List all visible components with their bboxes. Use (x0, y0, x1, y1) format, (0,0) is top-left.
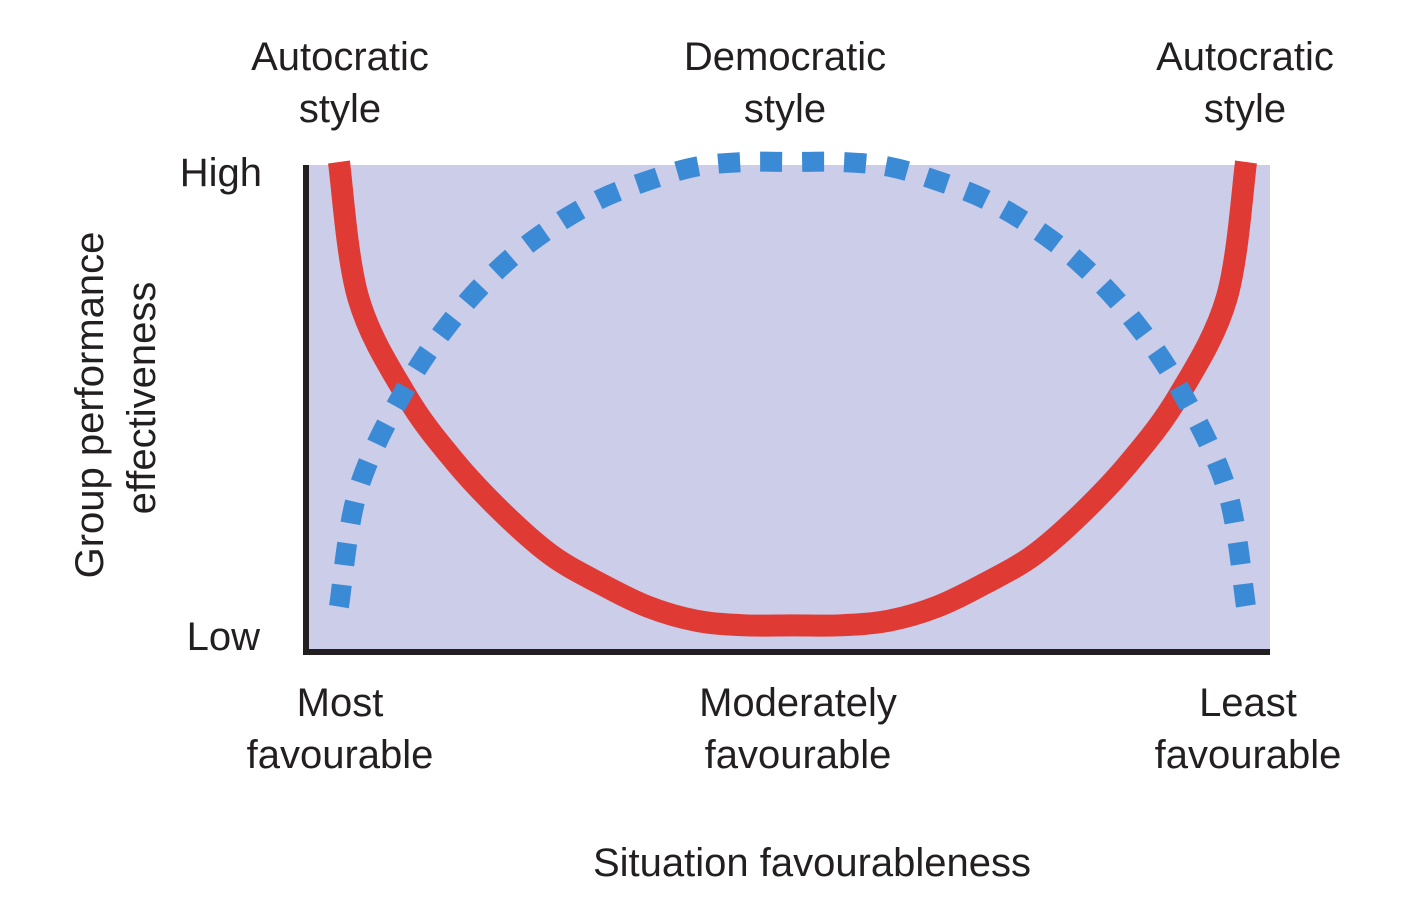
x-category-label: favourable (1155, 733, 1342, 777)
x-category-label: Moderately (699, 681, 897, 725)
x-category-label: favourable (247, 733, 434, 777)
top-style-label: style (1204, 87, 1286, 131)
y-axis-title-line2: effectiveness (120, 282, 164, 515)
series-solid-autocratic-curve (328, 160, 1257, 637)
y-tick-label-high: High (180, 151, 262, 195)
top-style-label: style (299, 87, 381, 131)
series-dotted-democratic-curve (329, 151, 1256, 609)
top-style-label: Autocratic (1156, 35, 1334, 79)
x-axis-title: Situation favourableness (593, 841, 1031, 885)
top-style-label: style (744, 87, 826, 131)
x-category-label: Least (1199, 681, 1297, 725)
y-axis-title-line1: Group performance (68, 232, 112, 579)
series-layer (328, 151, 1257, 637)
top-style-label: Autocratic (251, 35, 429, 79)
plot-background (306, 165, 1270, 652)
x-category-label: Most (297, 681, 384, 725)
label-layer: Autocratic style Democratic style Autocratic… (68, 35, 1341, 885)
y-tick-label-low: Low (187, 615, 260, 659)
top-style-label: Democratic (684, 35, 886, 79)
x-category-label: favourable (705, 733, 892, 777)
